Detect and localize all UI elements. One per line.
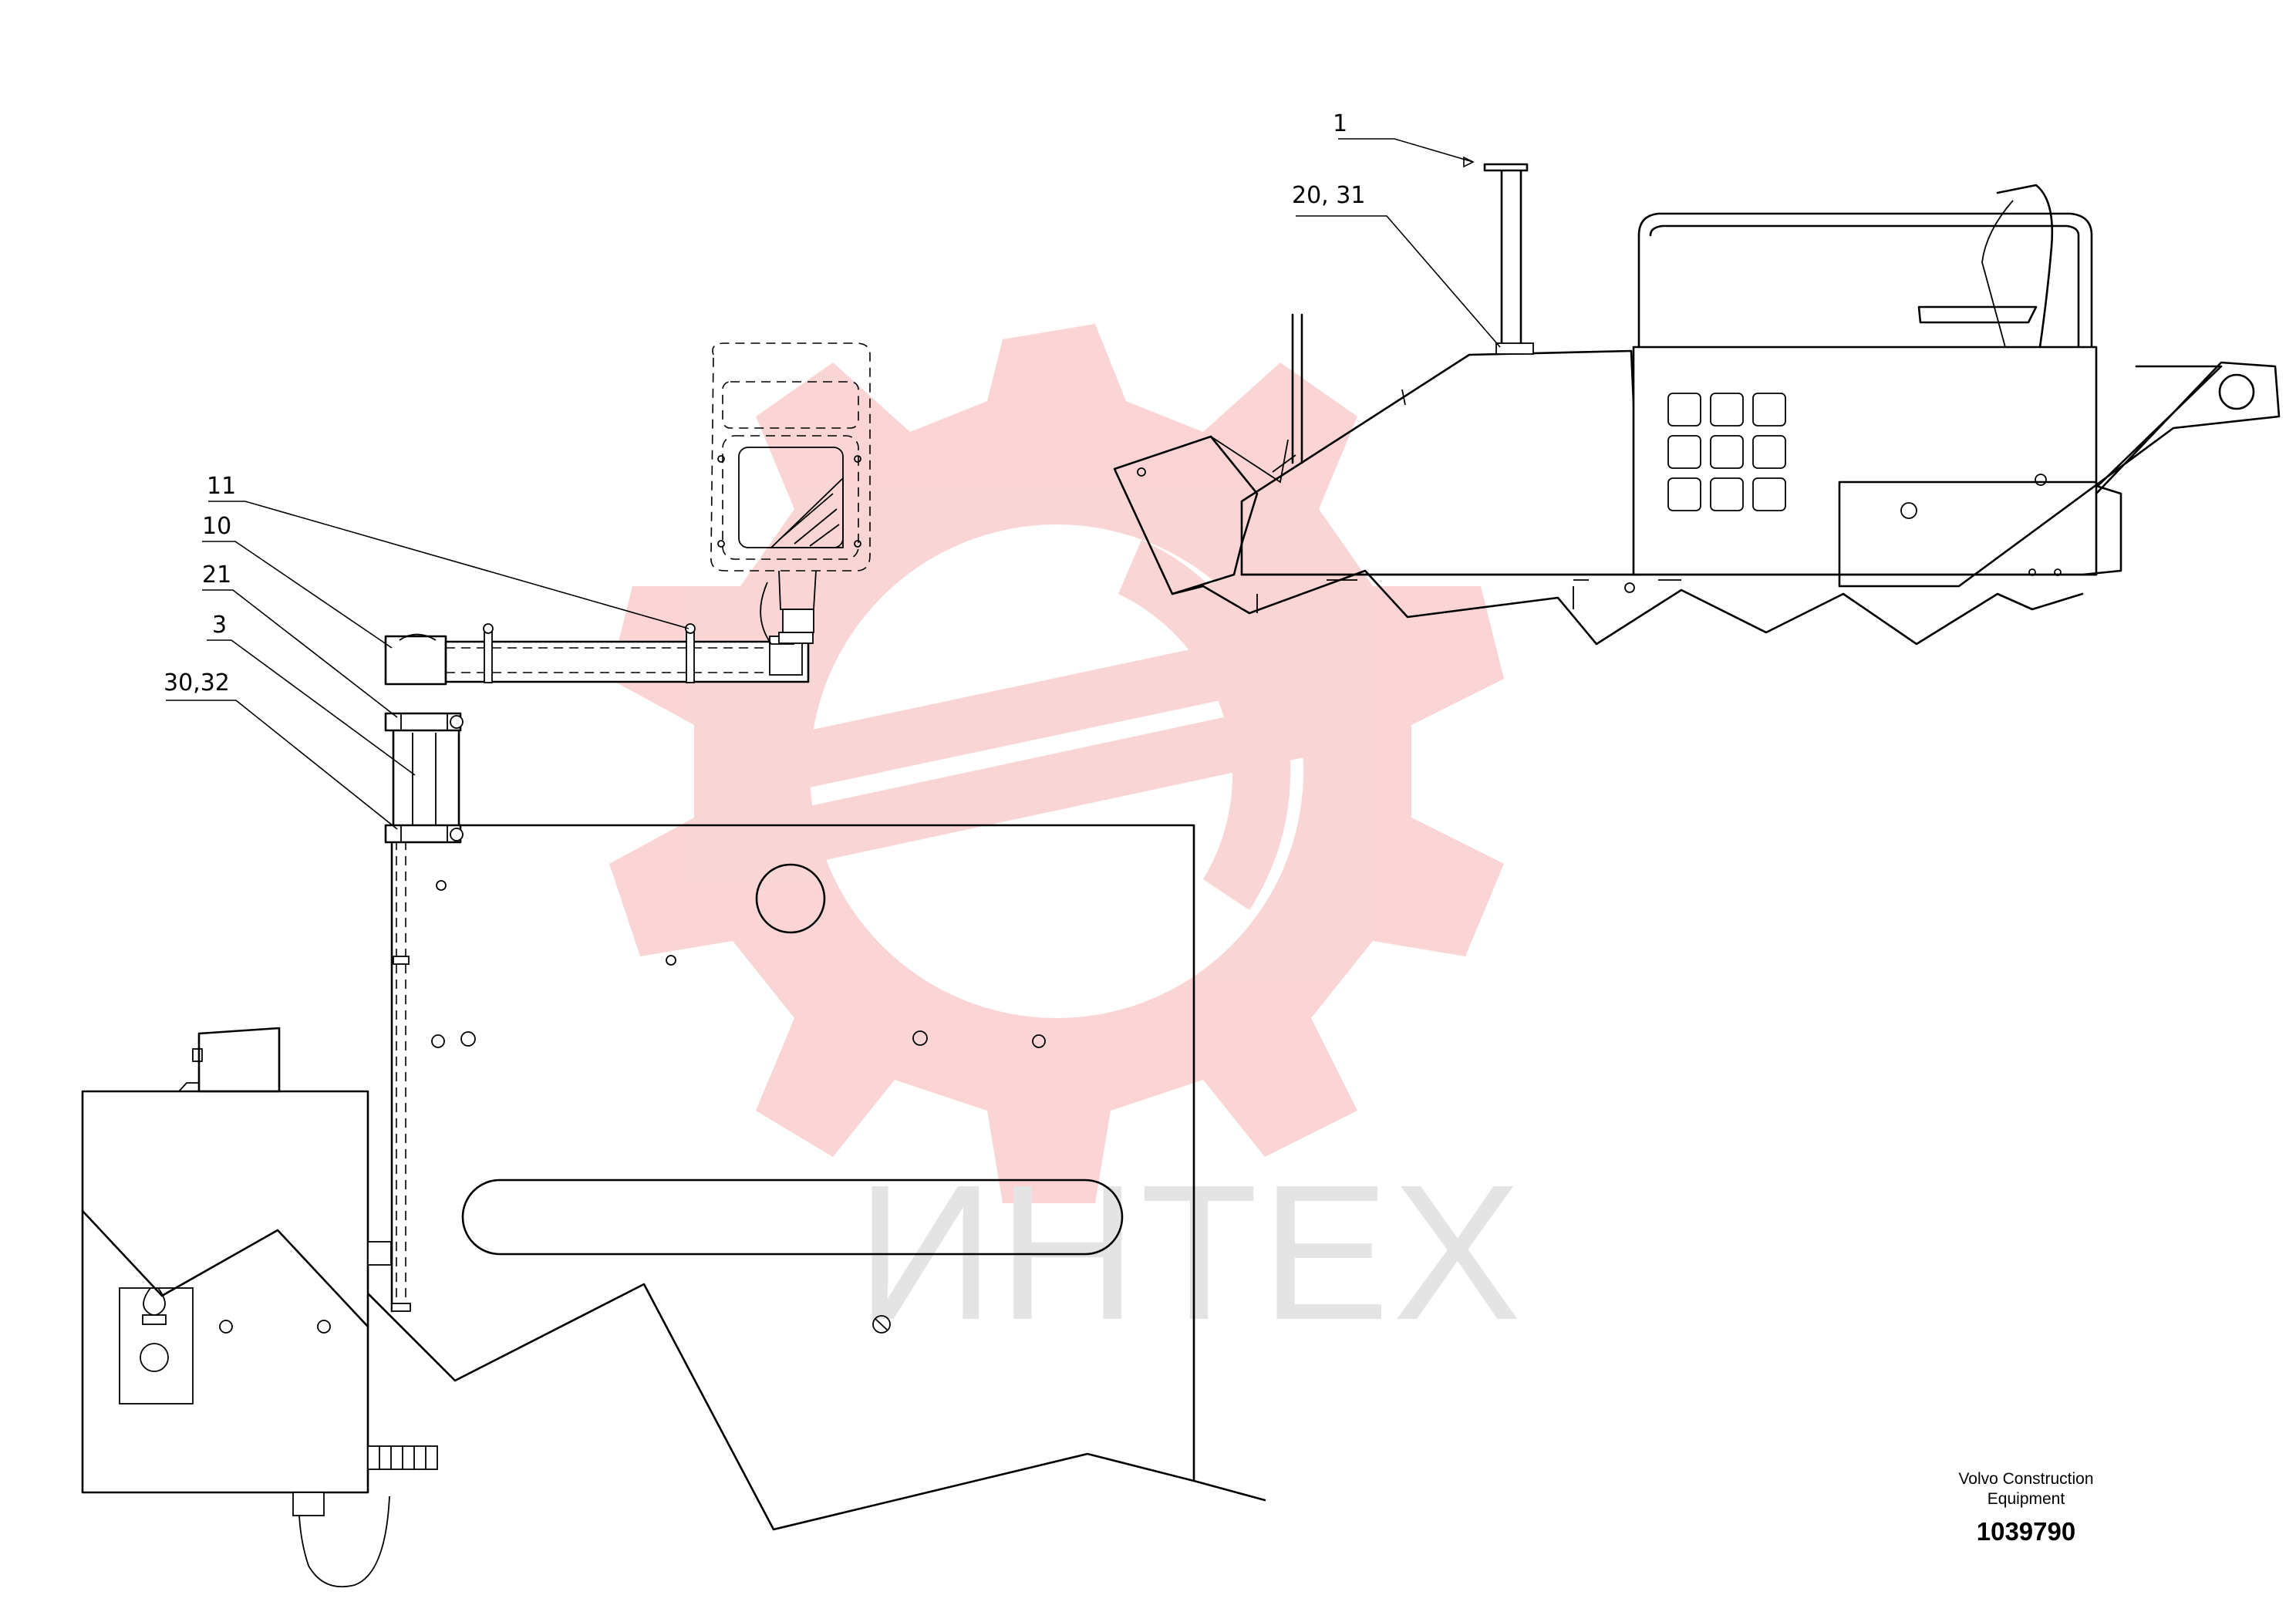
credit-block: Volvo Construction Equipment 1039790: [1958, 1470, 2093, 1546]
light-arm: [384, 623, 810, 686]
arm-clip-1: [484, 628, 493, 683]
panel-large-hole: [755, 863, 826, 934]
callout-3: 3: [212, 612, 227, 639]
watermark-text: ИНТЕХ: [856, 1145, 1524, 1360]
switch-box: [81, 1027, 438, 1588]
callout-10: 10: [202, 513, 231, 540]
watermark-wrench: [725, 580, 1317, 802]
credit-line-2: Equipment: [1988, 1490, 2065, 1508]
callout-30-32: 30,32: [164, 669, 230, 696]
clamp-upper: [384, 712, 462, 732]
leader-30-32: [166, 700, 398, 830]
callout-21: 21: [202, 561, 231, 588]
clamp-lower: [384, 824, 462, 844]
side-panel: [346, 824, 1266, 1531]
vertical-cable-pipe: [391, 825, 411, 1312]
callout-20-31: 20, 31: [1292, 182, 1365, 209]
control-panel-grid: [1667, 393, 1786, 511]
watermark-bar: [756, 702, 1311, 872]
leader-10: [202, 541, 393, 649]
panel-slot: [461, 1179, 1124, 1256]
callout-1: 1: [1333, 110, 1347, 137]
leader-1: [1338, 138, 1474, 163]
leader-3: [207, 639, 416, 776]
tow-eye: [2218, 373, 2255, 410]
leader-21: [202, 589, 398, 718]
leader-11: [208, 501, 689, 629]
machine-overview: [1113, 163, 2281, 646]
light-post: [384, 712, 464, 844]
work-light-lamp: [710, 342, 871, 645]
callout-leaders: [166, 138, 1501, 830]
watermark-gear-logo: [609, 324, 1504, 1203]
callout-labels: 1 20, 31 11 10 21 3 30,32: [164, 110, 1365, 696]
leader-20-31: [1296, 215, 1501, 348]
callout-11: 11: [207, 473, 236, 500]
credit-line-1: Volvo Construction: [1958, 1470, 2093, 1488]
watermark-gear: [609, 324, 1504, 1203]
arm-clip-2: [686, 628, 695, 683]
drawing-number: 1039790: [1977, 1517, 2075, 1546]
